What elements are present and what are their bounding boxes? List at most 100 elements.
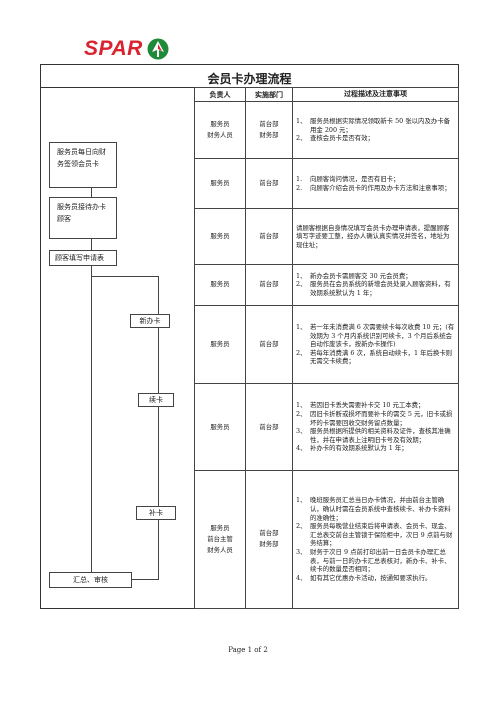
- header-description: 过程描述及注意事项: [292, 87, 459, 102]
- flow-renew-card: 续卡: [138, 393, 174, 407]
- description-item: 3、财务于次日 9 点前打印出前一日会员卡办理汇总表，与前一日的办卡汇总表核对，…: [296, 548, 455, 574]
- header-dept: 实施部门: [245, 87, 293, 102]
- item-text: 若因旧卡丢失需要补卡交 10 元工本费；: [310, 401, 425, 410]
- dept-cell: 前台部: [245, 263, 293, 306]
- description-cell: 1. 向顾客询问情况，是否有旧卡； 2. 向顾客介绍会员卡的作用及办卡方法和注意事项；: [292, 157, 459, 210]
- flow-step-sign-card: 服务员每日向财务签领会员卡: [49, 142, 117, 188]
- description-cell: 请顾客根据自身情况填写会员卡办理申请表，提醒顾客填写字迹要工整，经办人确认真实情…: [292, 208, 459, 265]
- owner-cell: 服务员: [194, 208, 246, 265]
- owner-cell: 服务员: [194, 383, 246, 471]
- description-item: 2. 向顾客介绍会员卡的作用及办卡方法和注意事项；: [296, 184, 455, 193]
- dept-cell: 前台部财务部: [245, 469, 293, 610]
- item-number: 1、: [296, 116, 307, 125]
- description-cell: 1、若因旧卡丢失需要补卡交 10 元工本费；2、因旧卡折断或损坏而要补卡的需交 …: [292, 383, 459, 471]
- owner-cell: 服务员: [194, 304, 246, 385]
- description-cell: 1、晚班服务员汇总当日办卡情况，并由前台主管确认，确认时需在会员系统中查核续卡、…: [292, 469, 459, 610]
- flow-branch: [132, 579, 159, 580]
- description-cell: 1、新办会员卡需顾客交 30 元会员费；2、服务员在会员系统的新增会员处录入顾客…: [292, 263, 459, 306]
- item-text: 服务员在会员系统的新增会员处录入顾客资料，有效期系统默认为 1 年；: [310, 280, 451, 297]
- description-item: 1、新办会员卡需顾客交 30 元会员费；: [296, 272, 455, 281]
- item-number: 2、: [296, 348, 307, 357]
- owner-cell: 服务员前台主管财务人员: [194, 469, 246, 610]
- item-text: 若每年消费满 6 次，系统自动续卡，1 年后换卡则无需交卡续费；: [310, 348, 453, 366]
- flow-connector: [91, 187, 92, 198]
- item-number: 4、: [296, 444, 307, 453]
- description-item: 3、服务员根据所提供的相关资料及证件，查核其准确性，并在申请表上注明旧卡号及有效…: [296, 427, 455, 444]
- item-text: 服务员每晚营业结束后将申请表、会员卡、现金、汇总表交前台主管锁于保险柜中，次日 …: [310, 522, 453, 548]
- flow-new-card: 新办卡: [130, 314, 170, 328]
- description-item: 1. 向顾客询问情况，是否有旧卡；: [296, 175, 455, 184]
- item-number: 1.: [296, 174, 303, 183]
- item-text: 因旧卡折断或损坏而要补卡的需交 5 元，旧卡或损坏的卡需要回收交财务留点数量；: [310, 409, 453, 427]
- header-owner: 负责人: [194, 87, 246, 102]
- item-text: 补办卡的有效期系统默认为 1 年；: [310, 444, 408, 453]
- description-item: 1、若因旧卡丢失需要补卡交 10 元工本费；: [296, 401, 455, 410]
- item-number: 1、: [296, 401, 307, 410]
- item-number: 1、: [296, 496, 307, 505]
- description-item: 2、服务员在会员系统的新增会员处录入顾客资料，有效期系统默认为 1 年；: [296, 280, 455, 297]
- item-number: 4、: [296, 573, 307, 582]
- page-footer: Page 1 of 2: [228, 646, 268, 654]
- description-item: 1、服务员根据实际情况领取新卡 50 张以内及办卡备用金 200 元；: [296, 117, 455, 134]
- item-number: 1、: [296, 271, 307, 280]
- spar-logo: SPAR: [84, 38, 169, 60]
- owner-cell: 服务员财务人员: [194, 101, 246, 159]
- flow-connector: [91, 238, 92, 250]
- item-number: 2、: [296, 409, 307, 418]
- description-item: 4、如有其它优惠办卡活动，按通知要求执行。: [296, 574, 455, 583]
- page-title: 会员卡办理流程: [207, 72, 292, 86]
- item-text: 服务员根据所提供的相关资料及证件，查核其准确性，并在申请表上注明旧卡号及有效期；: [310, 427, 451, 444]
- item-text: 若一年未消费满 6 次需要续卡每次收费 10 元；(有效期为 3 个月内系统识别…: [310, 322, 455, 349]
- flow-summary-audit: 汇总、审核: [49, 572, 132, 588]
- description-item: 1、若一年未消费满 6 次需要续卡每次收费 10 元；(有效期为 3 个月内系统…: [296, 323, 455, 349]
- item-number: 3、: [296, 547, 307, 556]
- owner-cell: 服务员: [194, 263, 246, 306]
- dept-cell: 前台部: [245, 208, 293, 265]
- item-text: 如有其它优惠办卡活动，按通知要求执行。: [310, 573, 432, 582]
- item-number: 2.: [296, 183, 303, 192]
- dept-cell: 前台部财务部: [245, 101, 293, 159]
- item-text: 财务于次日 9 点前打印出前一日会员卡办理汇总表，与前一日的办卡汇总表核对，新办…: [310, 547, 451, 574]
- item-text: 新办会员卡需顾客交 30 元会员费；: [310, 271, 412, 280]
- flow-right-line: [158, 405, 159, 579]
- item-number: 2、: [296, 522, 307, 531]
- description-item: 2、若每年消费满 6 次，系统自动续卡，1 年后换卡则无需交卡续费；: [296, 349, 455, 366]
- table-row: 服务员前台部请顾客根据自身情况填写会员卡办理申请表，提醒顾客填写字迹要工整，经办…: [194, 208, 459, 265]
- item-number: 2、: [296, 280, 307, 289]
- flow-right-line: [158, 276, 159, 316]
- item-number: 3、: [296, 427, 307, 436]
- item-text: 查核会员卡是否有效；: [310, 134, 374, 143]
- description-item: 2、因旧卡折断或损坏而要补卡的需交 5 元，旧卡或损坏的卡需要回收交财务留点数量…: [296, 410, 455, 427]
- description-cell: 1、若一年未消费满 6 次需要续卡每次收费 10 元；(有效期为 3 个月内系统…: [292, 304, 459, 385]
- description-item: 2、查核会员卡是否有效；: [296, 134, 455, 143]
- process-frame: 会员卡办理流程 服务员每日向财务签领会员卡 服务员接待办卡顾客 顾客填写申请表 …: [40, 64, 459, 610]
- description-cell: 1、服务员根据实际情况领取新卡 50 张以内及办卡备用金 200 元；2、查核会…: [292, 101, 459, 159]
- owner-cell: 服务员: [194, 157, 246, 210]
- description-item: 2、服务员每晚营业结束后将申请表、会员卡、现金、汇总表交前台主管锁于保险柜中，次…: [296, 522, 455, 548]
- dept-cell: 前台部: [245, 157, 293, 210]
- item-number: 1、: [296, 322, 307, 331]
- item-text: 向顾客介绍会员卡的作用及办卡方法和注意事项；: [310, 183, 451, 192]
- item-text: 服务员根据实际情况领取新卡 50 张以内及办卡备用金 200 元；: [310, 116, 451, 134]
- flow-main-line: [91, 265, 92, 579]
- flow-step-receive-customer: 服务员接待办卡顾客: [49, 197, 117, 239]
- item-text: 晚班服务员汇总当日办卡情况，并由前台主管确认，确认时需在会员系统中查核续卡、补办…: [310, 496, 451, 522]
- flow-right-line: [158, 326, 159, 395]
- description-item: 请顾客根据自身情况填写会员卡办理申请表，提醒顾客填写字迹要工整，经办人确认真实情…: [296, 224, 455, 250]
- flow-replace-card: 补卡: [136, 506, 176, 520]
- flow-branch: [91, 276, 158, 277]
- logo-text: SPAR: [84, 37, 143, 60]
- item-text: 请顾客根据自身情况填写会员卡办理申请表，提醒顾客填写字迹要工整，经办人确认真实情…: [296, 223, 450, 249]
- description-item: 4、补办卡的有效期系统默认为 1 年；: [296, 444, 455, 453]
- item-text: 向顾客询问情况，是否有旧卡；: [310, 174, 400, 183]
- description-item: 1、晚班服务员汇总当日办卡情况，并由前台主管确认，确认时需在会员系统中查核续卡、…: [296, 496, 455, 522]
- flow-step-application: 顾客填写申请表: [49, 250, 117, 266]
- dept-cell: 前台部: [245, 383, 293, 471]
